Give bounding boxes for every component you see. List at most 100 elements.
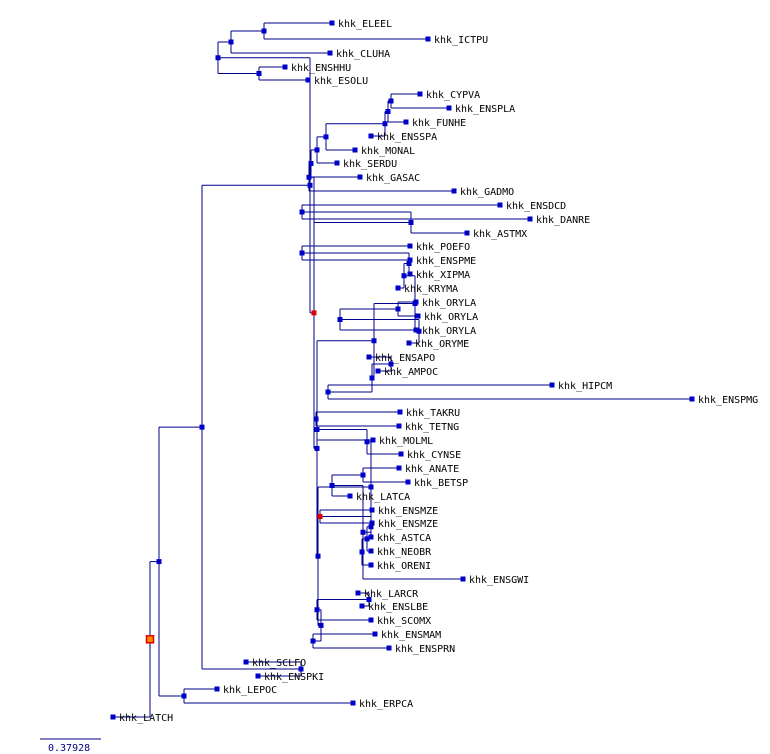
leaf-node-marker[interactable]: [368, 562, 374, 568]
internal-node-marker[interactable]: [395, 306, 401, 312]
leaf-label: khk_ESOLU: [314, 76, 368, 87]
internal-node-marker[interactable]: [299, 209, 305, 215]
internal-node-marker[interactable]: [337, 317, 343, 322]
internal-node-marker[interactable]: [360, 529, 366, 535]
internal-node-marker[interactable]: [313, 416, 319, 422]
internal-node-marker[interactable]: [385, 109, 391, 114]
internal-node-marker[interactable]: [298, 666, 304, 672]
leaf-node-marker[interactable]: [368, 534, 374, 540]
leaf-node-marker[interactable]: [282, 64, 288, 70]
leaf-node-marker[interactable]: [406, 340, 412, 346]
internal-node-marker[interactable]: [408, 220, 414, 225]
internal-node-marker[interactable]: [228, 39, 234, 45]
leaf-node-marker[interactable]: [405, 479, 411, 485]
leaf-node-marker[interactable]: [451, 188, 457, 194]
leaf-node-marker[interactable]: [413, 327, 419, 333]
internal-node-marker[interactable]: [306, 174, 312, 180]
leaf-node-marker[interactable]: [369, 520, 375, 526]
leaf-node-marker[interactable]: [527, 216, 533, 222]
leaf-node-marker[interactable]: [372, 631, 378, 637]
root-node-marker[interactable]: [145, 635, 155, 644]
internal-node-marker[interactable]: [261, 28, 267, 34]
leaf-node-marker[interactable]: [497, 202, 503, 208]
leaf-node-marker[interactable]: [689, 396, 695, 402]
internal-node-marker[interactable]: [307, 182, 313, 188]
leaf-node-marker[interactable]: [352, 147, 358, 153]
highlighted-node-marker[interactable]: [317, 514, 323, 519]
internal-node-marker[interactable]: [256, 71, 262, 76]
leaf-node-marker[interactable]: [417, 91, 423, 97]
leaf-node-marker[interactable]: [369, 507, 375, 513]
internal-node-marker[interactable]: [299, 250, 305, 256]
internal-node-marker[interactable]: [314, 147, 320, 153]
leaf-node-marker[interactable]: [407, 243, 413, 249]
leaf-node-marker[interactable]: [395, 285, 401, 291]
internal-node-marker[interactable]: [388, 98, 394, 104]
leaf-node-marker[interactable]: [368, 133, 374, 139]
leaf-node-marker[interactable]: [415, 313, 421, 319]
internal-node-marker[interactable]: [368, 484, 374, 490]
leaf-node-marker[interactable]: [464, 230, 470, 236]
internal-node-marker[interactable]: [416, 328, 422, 334]
leaf-node-marker[interactable]: [398, 451, 404, 457]
internal-node-marker[interactable]: [364, 536, 370, 542]
leaf-node-marker[interactable]: [327, 50, 333, 56]
leaf-node-marker[interactable]: [214, 686, 220, 692]
leaf-node-marker[interactable]: [368, 548, 374, 554]
internal-node-marker[interactable]: [308, 160, 314, 166]
leaf-node-marker[interactable]: [446, 105, 452, 111]
internal-node-marker[interactable]: [156, 559, 162, 565]
internal-node-marker[interactable]: [314, 427, 320, 432]
leaf-node-marker[interactable]: [425, 36, 431, 42]
leaf-node-marker[interactable]: [460, 576, 466, 582]
internal-node-marker[interactable]: [406, 261, 412, 266]
internal-node-marker[interactable]: [401, 273, 407, 279]
leaf-label: khk_ANATE: [405, 464, 459, 475]
internal-node-marker[interactable]: [371, 338, 377, 344]
leaf-node-marker[interactable]: [329, 20, 335, 26]
internal-node-marker[interactable]: [318, 622, 324, 628]
leaf-node-marker[interactable]: [403, 119, 409, 125]
leaf-node-marker[interactable]: [110, 714, 116, 720]
leaf-node-marker[interactable]: [357, 174, 363, 180]
leaf-node-marker[interactable]: [355, 590, 361, 596]
leaf-node-marker[interactable]: [407, 257, 413, 263]
leaf-node-marker[interactable]: [370, 437, 376, 443]
leaf-node-marker[interactable]: [396, 423, 402, 429]
internal-node-marker[interactable]: [314, 607, 320, 613]
highlighted-node-marker[interactable]: [311, 310, 317, 316]
leaf-node-marker[interactable]: [386, 645, 392, 651]
leaf-node-marker[interactable]: [397, 409, 403, 415]
leaf-node-marker[interactable]: [549, 382, 555, 388]
internal-node-marker[interactable]: [329, 483, 335, 488]
internal-node-marker[interactable]: [369, 375, 375, 381]
internal-node-marker[interactable]: [314, 445, 320, 451]
leaf-node-marker[interactable]: [359, 603, 365, 609]
leaf-node-marker[interactable]: [350, 700, 356, 706]
internal-node-marker[interactable]: [315, 553, 321, 559]
internal-node-marker[interactable]: [388, 361, 394, 367]
internal-node-marker[interactable]: [368, 524, 374, 530]
leaf-node-marker[interactable]: [305, 77, 311, 83]
leaf-node-marker[interactable]: [243, 659, 249, 665]
internal-node-marker[interactable]: [360, 472, 366, 478]
internal-node-marker[interactable]: [364, 439, 370, 445]
internal-node-marker[interactable]: [199, 424, 205, 430]
internal-node-marker[interactable]: [181, 693, 187, 699]
leaf-node-marker[interactable]: [368, 617, 374, 623]
internal-node-marker[interactable]: [366, 597, 372, 602]
internal-node-marker[interactable]: [323, 134, 329, 140]
leaf-node-marker[interactable]: [255, 673, 261, 679]
internal-node-marker[interactable]: [215, 55, 221, 61]
internal-node-marker[interactable]: [325, 389, 331, 395]
leaf-node-marker[interactable]: [375, 368, 381, 374]
leaf-node-marker[interactable]: [366, 354, 372, 360]
internal-node-marker[interactable]: [412, 301, 418, 306]
internal-node-marker[interactable]: [310, 638, 316, 644]
leaf-node-marker[interactable]: [347, 493, 353, 499]
internal-node-marker[interactable]: [382, 121, 388, 127]
leaf-node-marker[interactable]: [396, 465, 402, 471]
leaf-node-marker[interactable]: [407, 271, 413, 277]
internal-node-marker[interactable]: [359, 549, 365, 555]
leaf-node-marker[interactable]: [334, 160, 340, 166]
